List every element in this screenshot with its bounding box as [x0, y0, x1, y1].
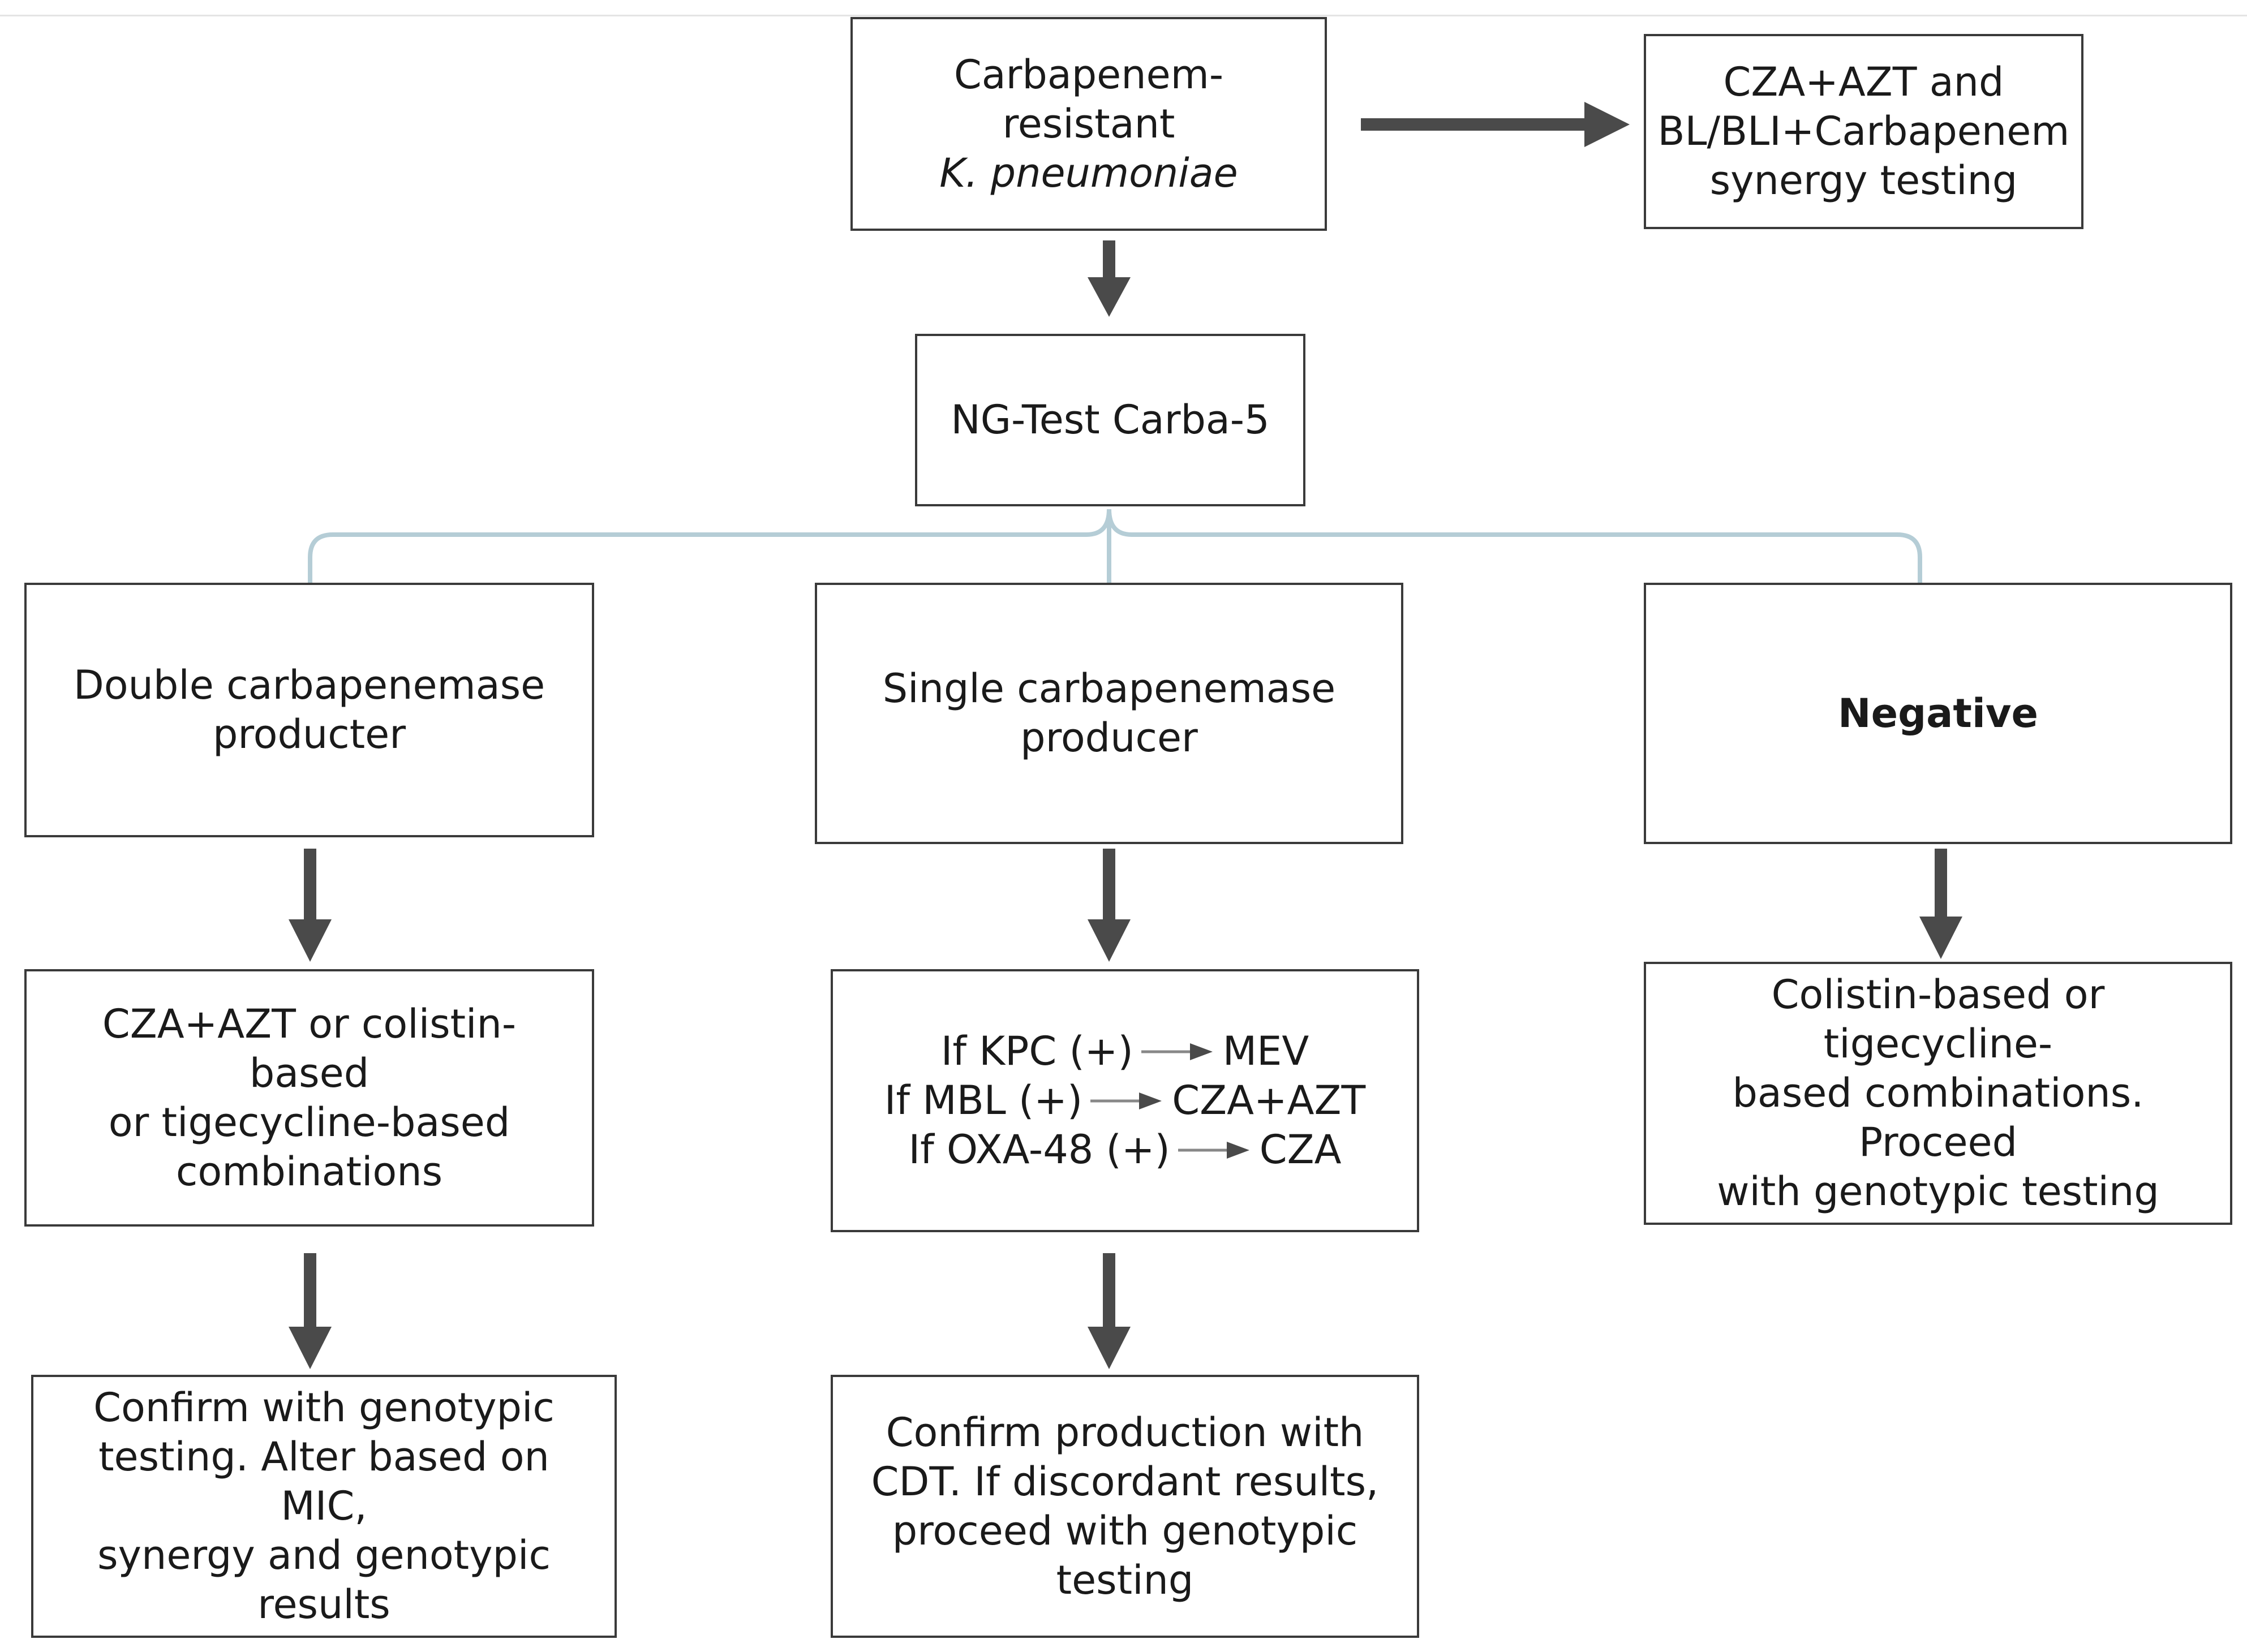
thin-arrow-icon: [1090, 1092, 1162, 1109]
thin-arrow-icon: [1178, 1141, 1249, 1159]
rule-condition: If KPC (+): [940, 1028, 1133, 1074]
negative-label: Negative: [1838, 690, 2038, 737]
ng-test-label: NG-Test Carba-5: [951, 397, 1270, 443]
rule-result: MEV: [1222, 1028, 1309, 1074]
double-confirm-line-3: synergy and genotypic: [97, 1532, 551, 1578]
double-tx-line-1: CZA+AZT or colistin-based: [102, 1000, 517, 1096]
node-start-line1: Carbapenem-resistant: [953, 51, 1224, 147]
double-confirm-line-4: results: [257, 1581, 390, 1628]
node-negative-treatment: Colistin-based or tigecycline- based com…: [1644, 962, 2232, 1225]
negative-tx-line-2: based combinations. Proceed: [1732, 1070, 2144, 1165]
node-double-producer: Double carbapenemase producter: [24, 583, 594, 837]
node-ng-test: NG-Test Carba-5: [915, 334, 1305, 506]
arrow-negative-to-tx: [1919, 849, 1962, 959]
rule-condition: If OXA-48 (+): [908, 1126, 1170, 1173]
node-single-producer: Single carbapenemase producer: [815, 583, 1403, 844]
double-tx-line-2: or tigecycline-based: [108, 1099, 510, 1146]
node-negative: Negative: [1644, 583, 2232, 844]
node-carbapenem-resistant: Carbapenem-resistant K. pneumoniae: [850, 17, 1327, 231]
arrow-start-to-synergy: [1361, 102, 1630, 147]
node-double-treatment: CZA+AZT or colistin-based or tigecycline…: [24, 969, 594, 1227]
rule-result: CZA+AZT: [1172, 1077, 1366, 1124]
rule-condition: If MBL (+): [884, 1077, 1083, 1124]
double-line-1: Double carbapenemase: [73, 662, 545, 708]
branch-brace: [308, 509, 1922, 583]
node-start-organism: K. pneumoniae: [939, 149, 1238, 196]
single-confirm-line-2: CDT. If discordant results,: [871, 1458, 1379, 1505]
arrow-double-to-tx: [289, 849, 332, 962]
double-confirm-line-1: Confirm with genotypic: [93, 1384, 555, 1431]
rule-result: CZA: [1259, 1126, 1342, 1173]
node-double-confirm: Confirm with genotypic testing. Alter ba…: [31, 1375, 617, 1638]
single-line-2: producer: [1020, 715, 1198, 761]
arrow-single-tx-to-confirm: [1088, 1253, 1131, 1369]
node-single-treatment: If KPC (+) MEV If MBL (+) CZA+AZT If OXA…: [831, 969, 1419, 1232]
rule-oxa48: If OXA-48 (+) CZA: [908, 1125, 1341, 1175]
negative-tx-line-1: Colistin-based or tigecycline-: [1771, 971, 2105, 1067]
single-confirm-line-3: proceed with genotypic: [892, 1507, 1358, 1554]
single-confirm-line-1: Confirm production with: [886, 1409, 1364, 1456]
node-single-confirm: Confirm production with CDT. If discorda…: [831, 1375, 1419, 1638]
top-divider: [0, 15, 2247, 16]
thin-arrow-icon: [1141, 1043, 1213, 1060]
synergy-line-2: BL/BLI+Carbapenem: [1657, 108, 2070, 154]
negative-tx-line-3: with genotypic testing: [1717, 1168, 2159, 1215]
rule-mbl: If MBL (+) CZA+AZT: [884, 1076, 1365, 1125]
arrow-start-to-ngtest: [1088, 240, 1131, 317]
node-synergy-testing: CZA+AZT and BL/BLI+Carbapenem synergy te…: [1644, 34, 2083, 229]
synergy-line-3: synergy testing: [1709, 157, 2018, 204]
double-confirm-line-2: testing. Alter based on MIC,: [98, 1434, 549, 1529]
single-confirm-line-4: testing: [1056, 1556, 1194, 1603]
double-line-2: producter: [212, 711, 406, 758]
arrow-double-tx-to-confirm: [289, 1253, 332, 1369]
double-tx-line-3: combinations: [175, 1148, 443, 1195]
single-line-1: Single carbapenemase: [882, 665, 1336, 712]
rule-kpc: If KPC (+) MEV: [941, 1027, 1309, 1076]
synergy-line-1: CZA+AZT and: [1723, 59, 2004, 105]
arrow-single-to-tx: [1088, 849, 1131, 962]
